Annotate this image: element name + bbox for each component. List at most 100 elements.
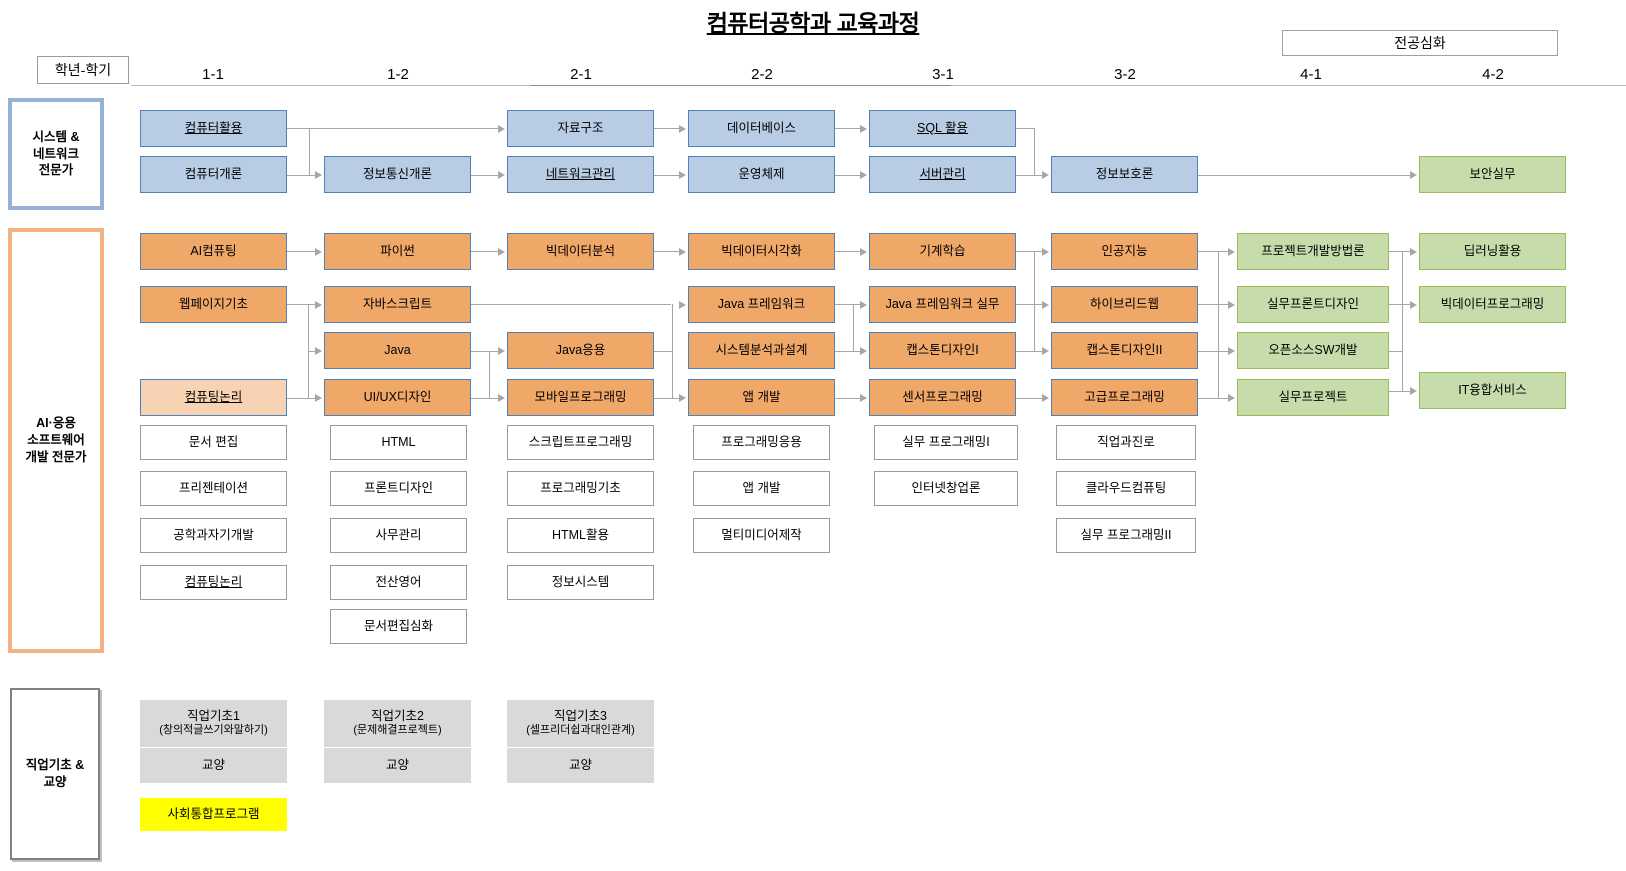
connector-line: [1218, 251, 1219, 398]
connector-line: [835, 351, 860, 352]
semester-1-1: 1-1: [202, 66, 224, 83]
course-box-mobile-programming[interactable]: 모바일프로그래밍: [507, 379, 654, 416]
elective-box[interactable]: 프로그래밍응용: [693, 425, 830, 460]
arrow-head: [679, 125, 686, 133]
arrow-head: [860, 301, 867, 309]
course-box-sql-usage[interactable]: SQL 활용: [869, 110, 1016, 147]
connector-line: [835, 128, 860, 129]
liberal-arts-box-3[interactable]: 교양: [507, 748, 654, 783]
liberal-arts-box-1[interactable]: 교양: [140, 748, 287, 783]
course-box-capstone-design-1[interactable]: 캡스톤디자인I: [869, 332, 1016, 369]
arrow-head: [498, 347, 505, 355]
semester-4-1: 4-1: [1300, 66, 1322, 83]
liberal-arts-box-2[interactable]: 교양: [324, 748, 471, 783]
course-box-ai-computing[interactable]: AI컴퓨팅: [140, 233, 287, 270]
course-box-computing-logic[interactable]: 컴퓨팅논리: [140, 379, 287, 416]
semester-4-2: 4-2: [1482, 66, 1504, 83]
elective-box[interactable]: 전산영어: [330, 565, 467, 600]
course-box-javascript[interactable]: 자바스크립트: [324, 286, 471, 323]
job-basic-box-1[interactable]: 직업기초1 (창의적글쓰기와말하기): [140, 700, 287, 747]
elective-box[interactable]: 인터넷창업론: [874, 471, 1018, 506]
connector-line: [654, 351, 672, 352]
course-box-bigdata-analysis[interactable]: 빅데이터분석: [507, 233, 654, 270]
course-box-security-practice[interactable]: 보안실무: [1419, 156, 1566, 193]
track-line-1: AI·응용: [36, 416, 76, 431]
elective-box[interactable]: 직업과진로: [1056, 425, 1196, 460]
arrow-head: [1228, 301, 1235, 309]
elective-box[interactable]: 프론트디자인: [330, 471, 467, 506]
elective-box[interactable]: 스크립트프로그래밍: [507, 425, 654, 460]
course-box-info-security[interactable]: 정보보호론: [1051, 156, 1198, 193]
course-box-machine-learning[interactable]: 기계학습: [869, 233, 1016, 270]
connector-line: [1198, 251, 1228, 252]
elective-box[interactable]: 프리젠테이션: [140, 471, 287, 506]
elective-box[interactable]: 멀티미디어제작: [693, 518, 830, 553]
elective-box[interactable]: HTML: [330, 425, 467, 460]
semester-2-1: 2-1: [570, 66, 592, 83]
elective-box[interactable]: 컴퓨팅논리: [140, 565, 287, 600]
elective-box[interactable]: 문서편집심화: [330, 609, 467, 644]
course-box-intro-infocomm[interactable]: 정보통신개론: [324, 156, 471, 193]
course-box-database[interactable]: 데이터베이스: [688, 110, 835, 147]
course-box-java-framework[interactable]: Java 프레임워크: [688, 286, 835, 323]
course-box-computer-utilization[interactable]: 컴퓨터활용: [140, 110, 287, 147]
social-integration-program-box[interactable]: 사회통합프로그램: [140, 798, 287, 831]
course-box-java[interactable]: Java: [324, 332, 471, 369]
connector-line: [1198, 398, 1228, 399]
connector-line: [654, 128, 679, 129]
arrow-head: [315, 347, 322, 355]
course-box-network-mgmt[interactable]: 네트워크관리: [507, 156, 654, 193]
elective-box[interactable]: 클라우드컴퓨팅: [1056, 471, 1196, 506]
connector-line: [287, 128, 498, 129]
course-box-practical-front-design[interactable]: 실무프론트디자인: [1237, 286, 1389, 323]
connector-line: [1198, 304, 1228, 305]
connector-line: [672, 304, 673, 398]
elective-box[interactable]: 공학과자기개발: [140, 518, 287, 553]
course-box-python[interactable]: 파이썬: [324, 233, 471, 270]
connector-line: [654, 398, 679, 399]
course-box-project-dev-method[interactable]: 프로젝트개발방법론: [1237, 233, 1389, 270]
connector-line: [835, 175, 860, 176]
course-box-app-development[interactable]: 앱 개발: [688, 379, 835, 416]
elective-box[interactable]: 프로그래밍기초: [507, 471, 654, 506]
course-box-bigdata-visualization[interactable]: 빅데이터시각화: [688, 233, 835, 270]
job-basic-box-3[interactable]: 직업기초3 (셀프리더쉽과대인관계): [507, 700, 654, 747]
arrow-head: [679, 248, 686, 256]
semester-3-2: 3-2: [1114, 66, 1136, 83]
course-box-webpage-basics[interactable]: 웹페이지기초: [140, 286, 287, 323]
course-box-intro-computer[interactable]: 컴퓨터개론: [140, 156, 287, 193]
arrow-head: [679, 301, 686, 309]
course-box-server-mgmt[interactable]: 서버관리: [869, 156, 1016, 193]
course-box-ui-ux-design[interactable]: UI/UX디자인: [324, 379, 471, 416]
course-box-opensource-sw-dev[interactable]: 오픈소스SW개발: [1237, 332, 1389, 369]
elective-box[interactable]: 정보시스템: [507, 565, 654, 600]
course-box-sensor-programming[interactable]: 센서프로그래밍: [869, 379, 1016, 416]
course-box-system-analysis-design[interactable]: 시스템분석과설계: [688, 332, 835, 369]
arrow-head: [860, 394, 867, 402]
connector-line: [1016, 398, 1042, 399]
arrow-head: [315, 171, 322, 179]
elective-box[interactable]: 실무 프로그래밍I: [874, 425, 1018, 460]
elective-box[interactable]: 사무관리: [330, 518, 467, 553]
course-box-advanced-programming[interactable]: 고급프로그래밍: [1051, 379, 1198, 416]
course-box-java-advanced[interactable]: Java응용: [507, 332, 654, 369]
track-label-system-network: 시스템 & 네트워크 전문가: [8, 98, 104, 210]
course-box-practical-project[interactable]: 실무프로젝트: [1237, 379, 1389, 416]
course-box-it-convergence-service[interactable]: IT융합서비스: [1419, 372, 1566, 409]
course-box-data-structures[interactable]: 자료구조: [507, 110, 654, 147]
connector-line: [471, 304, 671, 305]
track-line-2: 소프트웨어: [27, 433, 85, 448]
elective-box[interactable]: HTML활용: [507, 518, 654, 553]
elective-box[interactable]: 실무 프로그래밍II: [1056, 518, 1196, 553]
course-box-java-framework-practice[interactable]: Java 프레임워크 실무: [869, 286, 1016, 323]
elective-box[interactable]: 문서 편집: [140, 425, 287, 460]
course-box-artificial-intelligence[interactable]: 인공지능: [1051, 233, 1198, 270]
course-box-bigdata-programming[interactable]: 빅데이터프로그래밍: [1419, 286, 1566, 323]
course-box-deep-learning[interactable]: 딥러닝활용: [1419, 233, 1566, 270]
course-box-operating-system[interactable]: 운영체제: [688, 156, 835, 193]
course-box-hybrid-web[interactable]: 하이브리드웹: [1051, 286, 1198, 323]
job-basic-box-2[interactable]: 직업기초2 (문제해결프로젝트): [324, 700, 471, 747]
connector-line: [654, 175, 679, 176]
course-box-capstone-design-2[interactable]: 캡스톤디자인II: [1051, 332, 1198, 369]
elective-box[interactable]: 앱 개발: [693, 471, 830, 506]
